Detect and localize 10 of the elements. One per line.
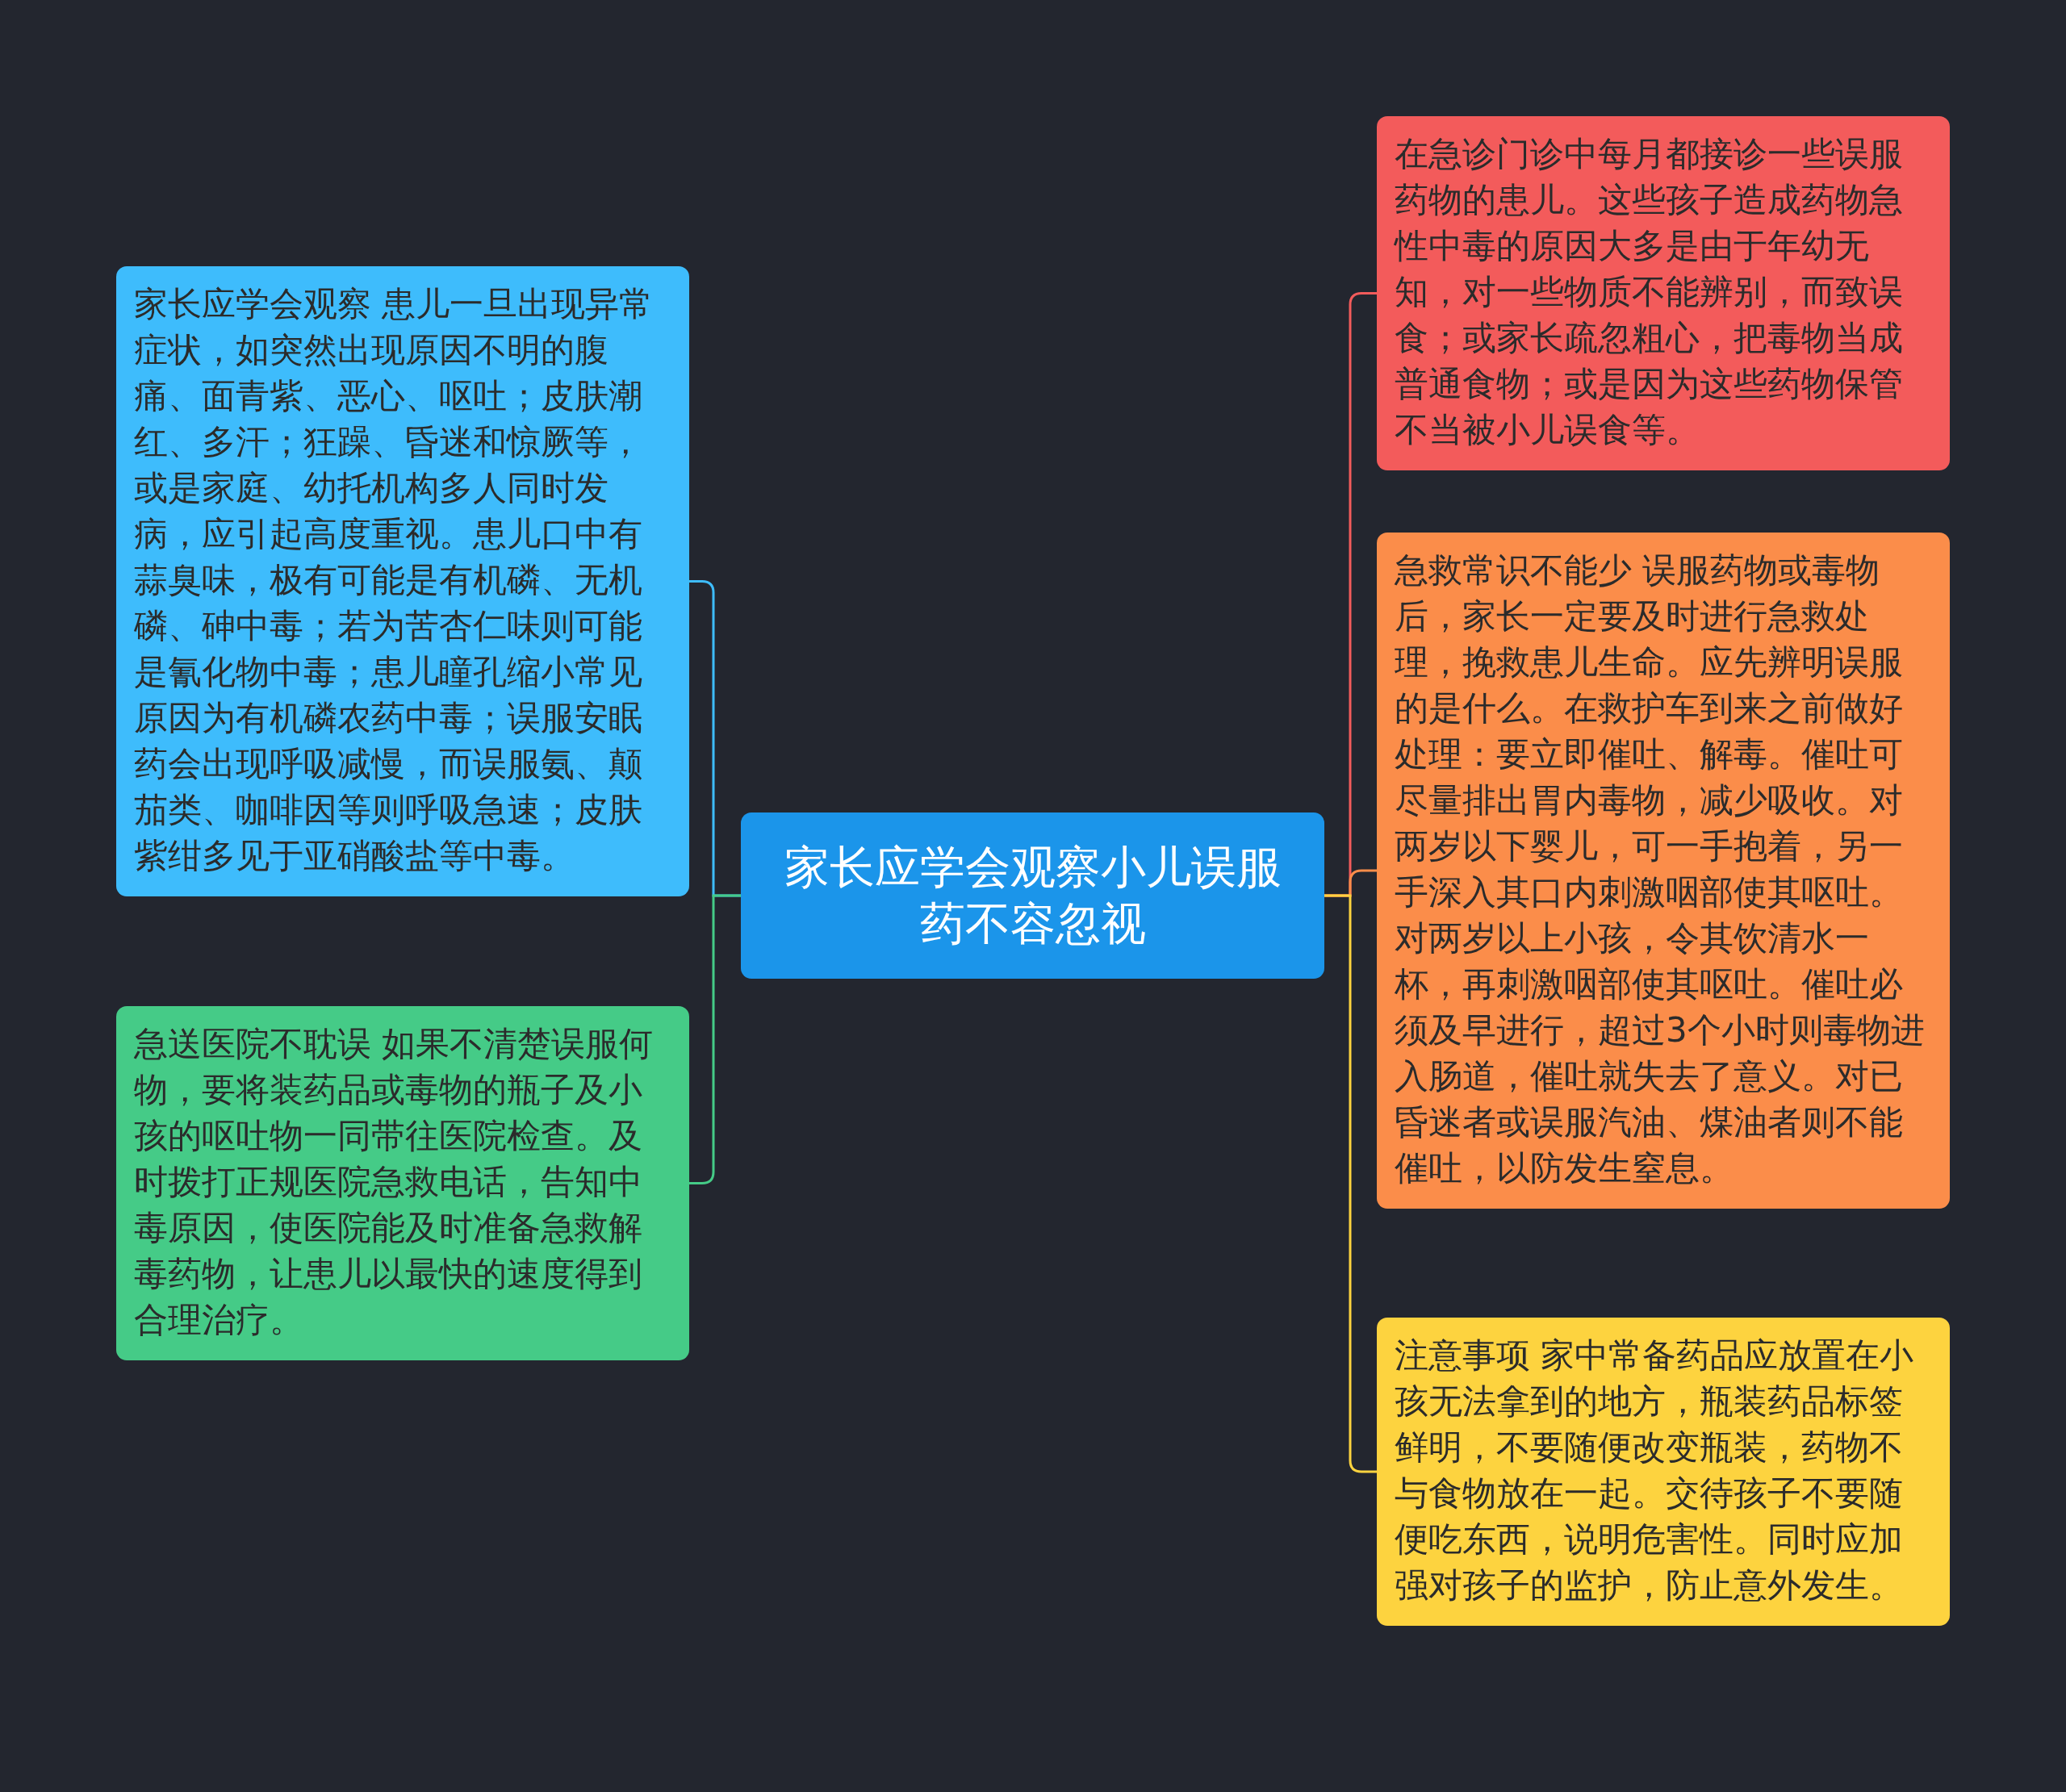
topic-text: 在急诊门诊中每月都接诊一些误服药物的患儿。这些孩子造成药物急性中毒的原因大多是由于年幼无知，对一些物质不能辨别，而致误食；或家长疏忽粗心，把毒物当成普通食物；或是因为这些药物保管不当被小儿误食等。 [1395,133,1904,451]
topic-text: 注意事项 家中常备药品应放置在小孩无法拿到的地方，瓶装药品标签鲜明，不要随便改变瓶装，药物不与食物放在一起。交待孩子不要随便吃东西，说明危害性。同时应加强对孩子的监护，防止意外发生。 [1395,1335,1915,1606]
topic-text: 家长应学会观察 患儿一旦出现异常症状，如突然出现原因不明的腹痛、面青紫、恶心、呕吐；皮肤潮红、多汗；狂躁、昏迷和惊厥等，或是家庭、幼托机构多人同时发病，应引起高度重视。患儿口中有蒜臭味，极有可能是有机磷、无机磷、砷中毒；若为苦杏仁味则可能是氰化物中毒；患儿瞳孔缩小常见原因为有机磷农药中毒；误服安眠药会出现呼吸减慢，而误服氨、颠茄类、咖啡因等则呼吸急速；皮肤紫绀多见于亚硝酸盐等中毒。 [134,283,655,877]
topic-text: 急送医院不耽误 如果不清楚误服何物，要将装药品或毒物的瓶子及小孩的呕吐物一同带往医院检查。及时拨打正规医院急救电话，告知中毒原因，使医院能及时准备急救解毒药物，让患儿以最快的速度得到合理治疗。 [134,1023,655,1341]
central-topic-text: 家长应学会观察小儿误服药不容忽视 [783,840,1282,951]
topic-card [1377,1318,1950,1626]
topic-card [116,1006,689,1360]
topic-text: 急救常识不能少 误服药物或毒物后，家长一定要及时进行急救处理，挽救患儿生命。应先辨明误服的是什么。在救护车到来之前做好处理：要立即催吐、解毒。催吐可尽量排出胃内毒物，减少吸收。对两岁以下婴儿，可一手抱着，另一手深入其口内刺激咽部使其呕吐。对两岁以上小孩，令其饮清水一杯，再刺激咽部使其呕吐。催吐必须及早进行，超过3个小时则毒物进入肠道，催吐就失去了意义。对已昏迷者或误服汽油、煤油者则不能催吐，以防发生窒息。 [1395,549,1926,1189]
topic-card [1377,116,1950,470]
central-topic-box [741,812,1324,979]
